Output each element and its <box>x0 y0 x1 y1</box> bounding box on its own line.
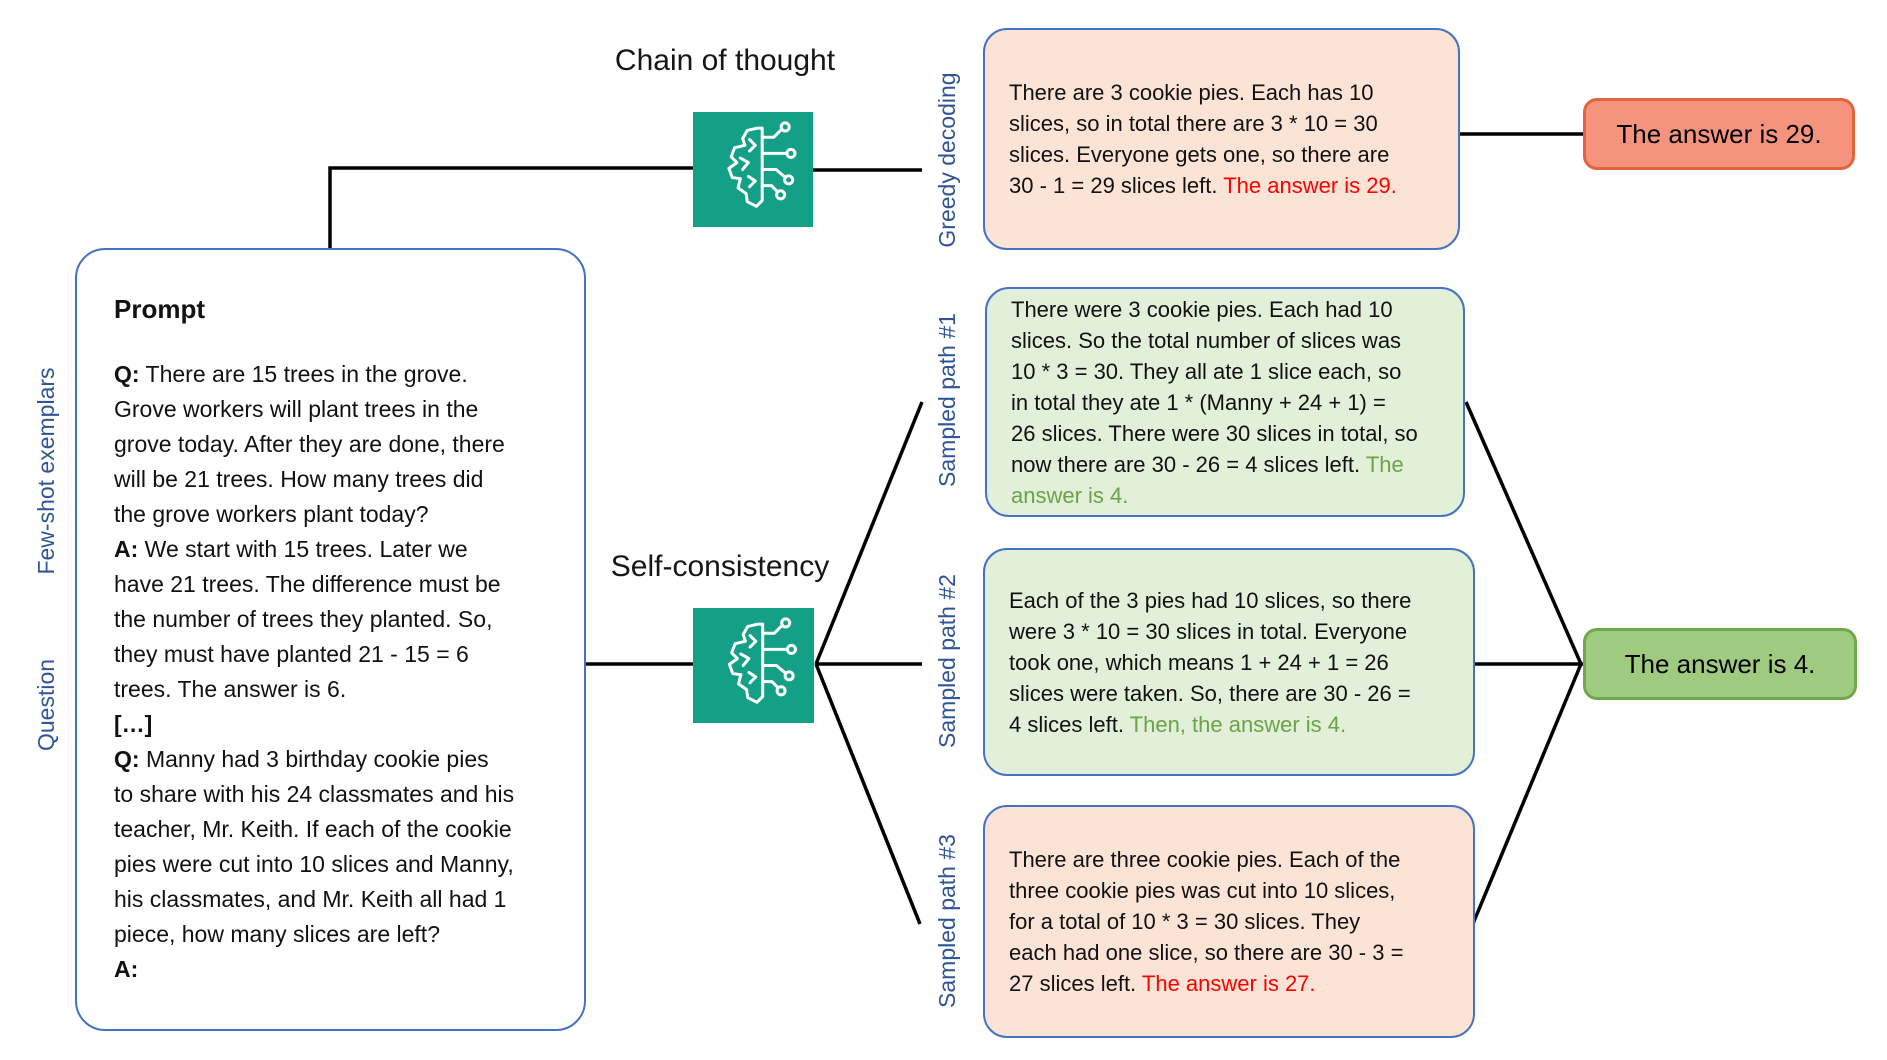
connector-path1-to-answer <box>1464 401 1583 665</box>
connector-path3-to-answer <box>1470 663 1583 927</box>
question-label: Question <box>33 658 59 752</box>
sampled-path-1-box: There were 3 cookie pies. Each had 10 sl… <box>985 287 1465 517</box>
brain-circuit-icon <box>693 608 814 723</box>
greedy-answer-text: The answer is 29. <box>1616 118 1822 149</box>
greedy-output-text: There are 3 cookie pies. Each has 10 sli… <box>1009 80 1397 198</box>
sampled-path-1-text: There were 3 cookie pies. Each had 10 sl… <box>1011 296 1418 508</box>
brain-circuit-icon-art <box>727 617 797 704</box>
sampled-path-2-box: Each of the 3 pies had 10 slices, so the… <box>983 548 1475 776</box>
sampled-path-3-box: There are three cookie pies. Each of the… <box>983 805 1475 1038</box>
prompt-text: Q: There are 15 trees in the grove. Grov… <box>114 361 515 982</box>
aggregated-answer-box: The answer is 4. <box>1583 628 1857 700</box>
chain-of-thought-title: Chain of thought <box>614 44 836 77</box>
sampled-path-3-text: There are three cookie pies. Each of the… <box>1009 847 1404 996</box>
sampled-path-2-text: Each of the 3 pies had 10 slices, so the… <box>1009 587 1412 737</box>
greedy-answer-box: The answer is 29. <box>1583 98 1855 170</box>
prompt-box: Prompt Q: There are 15 trees in the grov… <box>75 248 586 1031</box>
sampled-path-3-label: Sampled path #3 <box>934 834 960 1008</box>
connector-prompt-to-cot <box>328 166 693 248</box>
brain-circuit-icon-art <box>727 121 797 208</box>
greedy-output-box: There are 3 cookie pies. Each has 10 sli… <box>983 28 1460 250</box>
connector-sc-to-path1 <box>814 401 924 665</box>
brain-circuit-icon <box>693 112 813 227</box>
aggregated-answer-text: The answer is 4. <box>1624 648 1816 679</box>
connector-sc-to-path3 <box>814 663 922 925</box>
self-consistency-title: Self-consistency <box>610 550 830 583</box>
prompt-heading: Prompt <box>114 294 205 324</box>
